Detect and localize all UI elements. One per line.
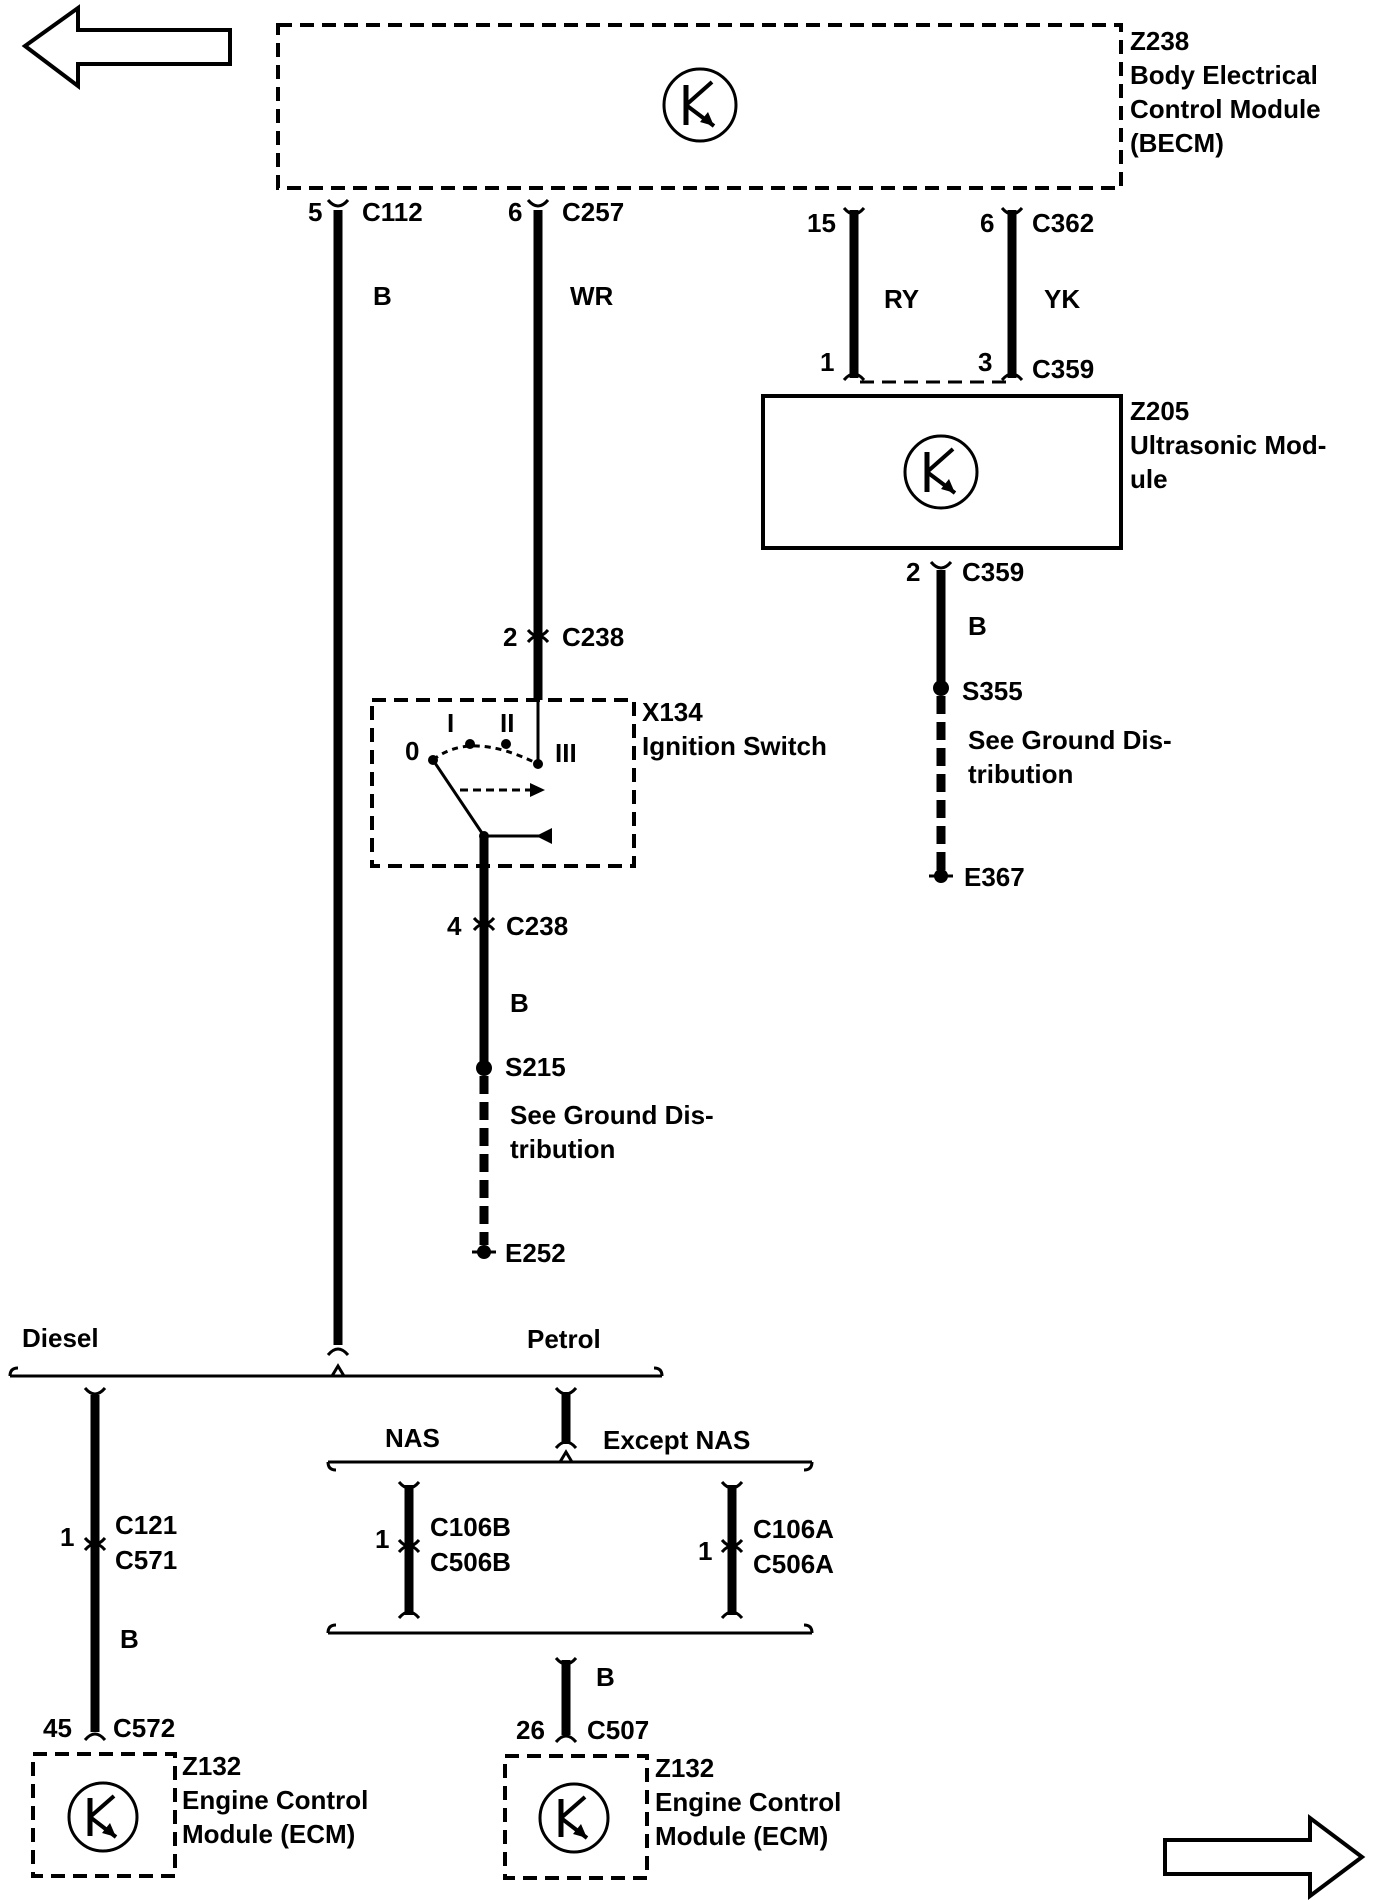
petrol-color: B bbox=[596, 1662, 615, 1692]
c362-left-pin: 15 bbox=[807, 208, 836, 238]
ignition-pos-0: 0 bbox=[405, 736, 419, 766]
petrol-ecm-pin: 26 bbox=[516, 1715, 545, 1745]
ignition-name: Ignition Switch bbox=[642, 731, 827, 761]
s215-splice: S215 bbox=[505, 1052, 566, 1082]
transistor-icon bbox=[67, 1781, 139, 1853]
nas-bus-bottom bbox=[326, 1623, 814, 1635]
ignition-pos-2: II bbox=[500, 708, 514, 738]
c359-top-connector: C359 bbox=[1032, 354, 1094, 384]
becm-name-1: Body Electrical bbox=[1130, 60, 1318, 90]
diesel-color: B bbox=[120, 1624, 139, 1654]
nas-connector-1: C106B bbox=[430, 1512, 511, 1542]
ecm-diesel-module bbox=[31, 1752, 177, 1878]
wire-ry bbox=[842, 206, 866, 382]
ecm-petrol-name-2: Module (ECM) bbox=[655, 1821, 828, 1851]
nas-connector-2: C506B bbox=[430, 1547, 511, 1577]
ignition-pos-3: III bbox=[555, 738, 577, 768]
c238-top-connector-label: C238 bbox=[562, 622, 624, 652]
c112-connector: C112 bbox=[362, 197, 423, 227]
branch-nas: NAS bbox=[385, 1423, 440, 1453]
branch-petrol: Petrol bbox=[527, 1324, 601, 1354]
c112-pin: 5 bbox=[308, 197, 322, 227]
diesel-pin: 1 bbox=[60, 1522, 74, 1552]
diesel-connector-1: C121 bbox=[115, 1510, 177, 1540]
ground-icon bbox=[472, 1245, 496, 1259]
becm-id: Z238 bbox=[1130, 26, 1189, 56]
right-arrow-icon[interactable] bbox=[1163, 1814, 1366, 1900]
ultrasonic-name-2: ule bbox=[1130, 464, 1168, 494]
ultrasonic-name-1: Ultrasonic Mod- bbox=[1130, 430, 1326, 460]
transistor-icon bbox=[662, 67, 738, 143]
wire-except-nas bbox=[720, 1480, 744, 1620]
left-arrow-icon[interactable] bbox=[21, 4, 232, 91]
s355-note-2: tribution bbox=[968, 759, 1073, 789]
wire-c238-bottom bbox=[472, 866, 496, 1259]
c238-top-connector bbox=[526, 628, 550, 644]
ignition-switch bbox=[370, 698, 636, 868]
except-nas-connector-1: C106A bbox=[753, 1514, 834, 1544]
except-nas-pin: 1 bbox=[698, 1536, 712, 1566]
diesel-ecm-pin: 45 bbox=[43, 1713, 72, 1743]
s215-note-2: tribution bbox=[510, 1134, 615, 1164]
wire-yk bbox=[1000, 206, 1024, 382]
wire-c359-bottom bbox=[929, 560, 953, 883]
petrol-ecm-connector: C507 bbox=[587, 1715, 649, 1745]
ground-icon bbox=[929, 869, 953, 883]
ecm-petrol-id: Z132 bbox=[655, 1753, 714, 1783]
c238-bottom-connector: C238 bbox=[506, 911, 568, 941]
ultrasonic-module bbox=[761, 394, 1123, 550]
ecm-diesel-name-1: Engine Control bbox=[182, 1785, 368, 1815]
s355-note-1: See Ground Dis- bbox=[968, 725, 1172, 755]
c362-right-pin: 6 bbox=[980, 208, 994, 238]
nas-pin: 1 bbox=[375, 1524, 389, 1554]
ecm-petrol-module bbox=[503, 1754, 649, 1880]
e252-ground: E252 bbox=[505, 1238, 566, 1268]
ry-color: RY bbox=[884, 284, 919, 314]
transistor-icon bbox=[903, 434, 979, 510]
c359-bottom-connector: C359 bbox=[962, 557, 1024, 587]
becm-name-3: (BECM) bbox=[1130, 128, 1224, 158]
c238-bottom-color: B bbox=[510, 988, 529, 1018]
diesel-ecm-connector: C572 bbox=[113, 1713, 175, 1743]
c359-top-left-pin: 1 bbox=[820, 347, 834, 377]
c359-bottom-pin: 2 bbox=[906, 557, 920, 587]
except-nas-connector-2: C506A bbox=[753, 1549, 834, 1579]
branch-except-nas: Except NAS bbox=[603, 1425, 750, 1455]
transistor-icon bbox=[538, 1782, 610, 1854]
s215-note-1: See Ground Dis- bbox=[510, 1100, 714, 1130]
wire-petrol-drop bbox=[554, 1386, 578, 1450]
c238-top-pin: 2 bbox=[503, 622, 517, 652]
wire-petrol bbox=[554, 1656, 578, 1744]
diesel-connector-2: C571 bbox=[115, 1545, 177, 1575]
ecm-diesel-name-2: Module (ECM) bbox=[182, 1819, 355, 1849]
c238-bottom-pin: 4 bbox=[447, 911, 462, 941]
wire-nas bbox=[397, 1480, 421, 1620]
c359-bottom-color: B bbox=[968, 611, 987, 641]
wire-c112 bbox=[326, 198, 350, 1357]
c257-pin: 6 bbox=[508, 197, 522, 227]
c112-color: B bbox=[373, 281, 392, 311]
c257-color: WR bbox=[570, 281, 614, 311]
branch-diesel: Diesel bbox=[22, 1323, 99, 1353]
becm-module bbox=[276, 23, 1123, 190]
wire-diesel bbox=[83, 1386, 107, 1742]
ultrasonic-id: Z205 bbox=[1130, 396, 1189, 426]
e367-ground: E367 bbox=[964, 862, 1025, 892]
wire-c257 bbox=[526, 198, 550, 700]
c359-top-right-pin: 3 bbox=[978, 347, 992, 377]
s355-splice: S355 bbox=[962, 676, 1023, 706]
yk-color: YK bbox=[1044, 284, 1080, 314]
ignition-id: X134 bbox=[642, 697, 703, 727]
ignition-pos-1: I bbox=[447, 708, 454, 738]
branch-bus-top bbox=[8, 1363, 664, 1378]
ecm-diesel-id: Z132 bbox=[182, 1751, 241, 1781]
nas-bus-top bbox=[326, 1449, 814, 1472]
ecm-petrol-name-1: Engine Control bbox=[655, 1787, 841, 1817]
becm-name-2: Control Module bbox=[1130, 94, 1321, 124]
c362-connector: C362 bbox=[1032, 208, 1094, 238]
c257-connector: C257 bbox=[562, 197, 624, 227]
